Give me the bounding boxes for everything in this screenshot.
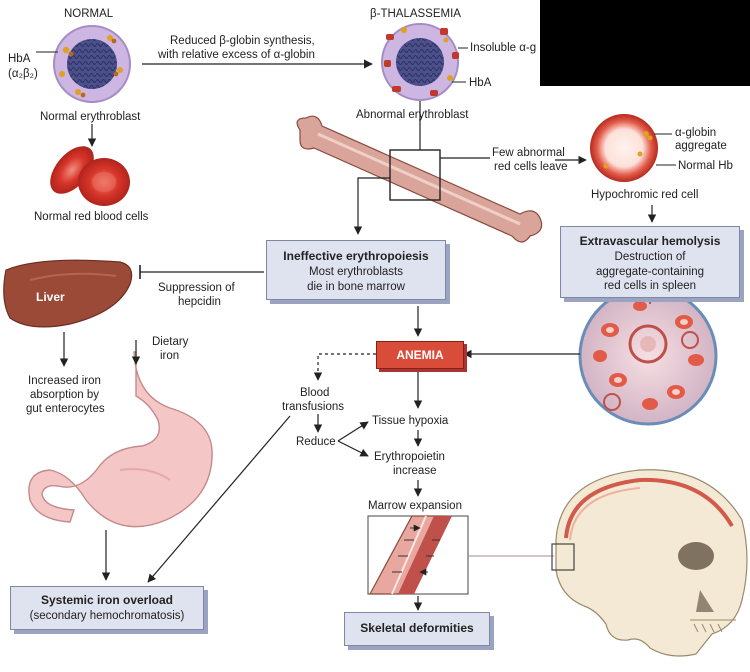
iron-overload-subtitle: (secondary hemochromatosis) [29, 609, 185, 622]
extravascular-title: Extravascular hemolysis [579, 234, 721, 248]
hypochromic-cell-icon [590, 114, 658, 182]
bone-icon [296, 115, 543, 243]
normal-erythroblast-icon [53, 25, 131, 103]
liver-label: Liver [36, 290, 65, 304]
few-abnormal-1: Few abnormal [492, 147, 565, 159]
normal-erythroblast-label: Normal erythroblast [40, 111, 141, 123]
extravascular-line3: red cells in spleen [603, 280, 697, 293]
insoluble-label: Insoluble α-g [470, 42, 537, 54]
skeletal-title: Skeletal deformities [360, 621, 474, 635]
skull-icon [555, 469, 748, 657]
globin-label-2: aggregate [675, 140, 727, 152]
extravascular-hemolysis-box: Extravascular hemolysis Destruction of a… [560, 226, 740, 298]
extravascular-line1: Destruction of [614, 250, 686, 263]
skeletal-deformities-box: Skeletal deformities [344, 612, 490, 646]
normal-hb-label: Normal Hb [678, 160, 733, 172]
thal-title: β-THALASSEMIA [370, 8, 461, 20]
suppression-2: hepcidin [178, 296, 221, 308]
beta-reduction-text-2: with relative excess of α-globin [158, 49, 315, 61]
ineffective-title: Ineffective erythropoiesis [283, 249, 429, 263]
marrow-expansion-icon [367, 515, 469, 595]
spleen-histology-icon [578, 286, 718, 426]
marrow-expansion: Marrow expansion [368, 500, 462, 512]
reduce-label: Reduce [296, 436, 336, 448]
dietary-iron-1: Dietary [152, 336, 189, 348]
epo-2: increase [393, 465, 437, 477]
iron-overload-box: Systemic iron overload (secondary hemoch… [10, 586, 204, 630]
hypochromic-caption: Hypochromic red cell [591, 189, 699, 201]
dietary-iron-2: iron [160, 350, 180, 362]
ineffective-line1: Most erythroblasts [309, 265, 403, 278]
ineffective-erythropoiesis-box: Ineffective erythropoiesis Most erythrob… [266, 240, 446, 300]
globin-label-1: α-globin [675, 127, 717, 139]
few-abnormal-2: red cells leave [494, 161, 568, 173]
ineffective-line2: die in bone marrow [307, 280, 405, 293]
blood-transfusions-2: transfusions [282, 401, 345, 413]
beta-reduction-text-1: Reduced β-globin synthesis, [170, 35, 315, 47]
suppression-1: Suppression of [158, 282, 235, 294]
iron-overload-title: Systemic iron overload [40, 593, 174, 607]
normal-title: NORMAL [64, 8, 114, 20]
normal-rbc-icon [50, 146, 130, 206]
abnormal-erythroblast-label: Abnormal erythroblast [356, 109, 469, 121]
anemia-box: ANEMIA [376, 341, 464, 369]
liver-icon [3, 259, 133, 328]
abnormal-erythroblast-icon [381, 23, 459, 101]
hba-label: HbA [8, 53, 31, 65]
normal-rbc-label: Normal red blood cells [34, 211, 149, 223]
stomach-icon [28, 351, 213, 528]
hba-formula: (α₂β₂) [8, 68, 38, 80]
blood-transfusions-1: Blood [300, 387, 330, 399]
thal-hba-label: HbA [469, 77, 492, 89]
extravascular-line2: aggregate-containing [595, 265, 705, 278]
tissue-hypoxia: Tissue hypoxia [372, 415, 449, 427]
absorption-3: gut enterocytes [26, 403, 105, 415]
absorption-2: absorption by [30, 389, 100, 401]
absorption-1: Increased iron [28, 375, 101, 387]
redacted-region [540, 0, 750, 86]
epo-1: Erythropoietin [374, 451, 445, 463]
